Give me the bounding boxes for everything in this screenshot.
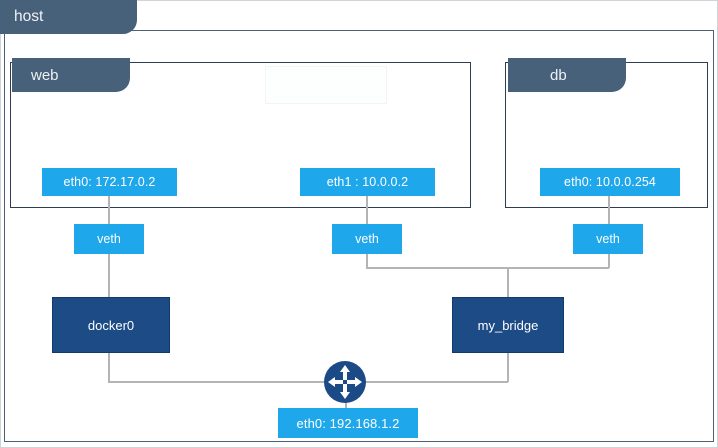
namespace-tab-db[interactable]: db — [508, 58, 626, 92]
link-mybridge-routerbus — [507, 353, 509, 382]
host-tab[interactable]: host — [0, 0, 137, 34]
veth-db-0[interactable]: veth — [573, 224, 643, 254]
link-vethdb-bus — [608, 254, 610, 268]
link-veth-docker0 — [108, 254, 110, 297]
namespace-tab-label-db: db — [550, 66, 567, 84]
link-webeth1-veth — [366, 196, 368, 224]
bus-mybridge — [366, 267, 609, 269]
link-docker0-routerbus — [108, 353, 110, 382]
interface-db-eth0[interactable]: eth0: 10.0.0.254 — [540, 168, 680, 196]
link-webeth0-veth — [108, 196, 110, 224]
link-bus-mybridge — [507, 267, 509, 297]
veth-web-0[interactable]: veth — [74, 224, 144, 254]
namespace-tab-web[interactable]: web — [12, 58, 130, 92]
link-vethweb1-bus — [366, 254, 368, 268]
host-tab-label: host — [14, 8, 44, 25]
bridge-my-bridge[interactable]: my_bridge — [452, 297, 564, 353]
interface-host-eth0[interactable]: eth0: 192.168.1.2 — [278, 408, 418, 438]
bridge-docker0[interactable]: docker0 — [52, 297, 170, 353]
interface-web-eth0[interactable]: eth0: 172.17.0.2 — [42, 168, 177, 196]
interface-web-eth1[interactable]: eth1 : 10.0.0.2 — [300, 168, 435, 196]
link-dbeth0-veth — [608, 196, 610, 224]
placeholder-rect — [265, 66, 387, 104]
veth-web-1[interactable]: veth — [332, 224, 402, 254]
bus-router — [108, 381, 508, 383]
namespace-tab-label-web: web — [31, 66, 59, 84]
router-icon[interactable] — [323, 360, 367, 404]
